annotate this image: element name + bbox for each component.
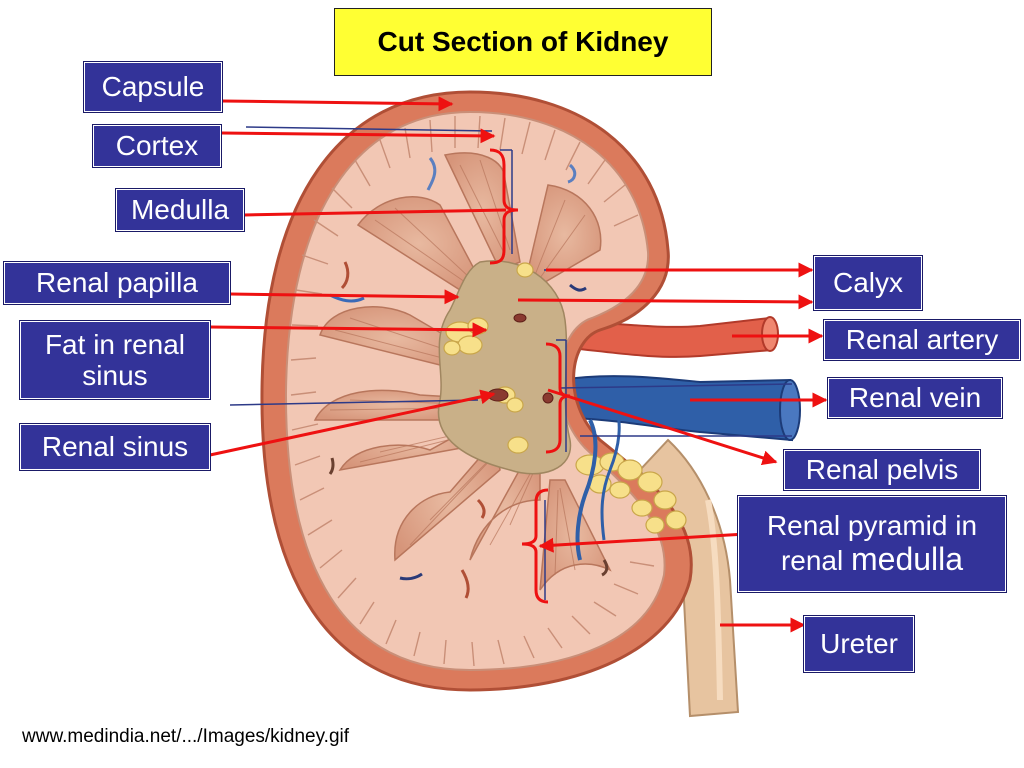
cortex-vessels: [328, 157, 609, 599]
label-renal-vein-text: Renal vein: [848, 382, 982, 414]
diagram-title: Cut Section of Kidney: [334, 8, 712, 76]
pelvis-vessel-blue: [575, 419, 598, 561]
label-fat-line-2: sinus: [82, 360, 148, 391]
pelvis-vessel-blue-2: [600, 399, 621, 541]
label-fat-in-renal-sinus-text: Fat in renal sinus: [45, 329, 185, 392]
label-renal-sinus-text: Renal sinus: [41, 431, 189, 463]
label-capsule-text: Capsule: [101, 71, 205, 103]
label-renal-artery: Renal artery: [823, 319, 1021, 361]
label-calyx-text: Calyx: [832, 267, 903, 299]
source-credit: www.medindia.net/.../Images/kidney.gif: [22, 726, 350, 747]
label-renal-papilla-text: Renal papilla: [36, 267, 198, 299]
cortex-striations: [290, 115, 655, 667]
arrow-renal-sinus: [209, 389, 496, 457]
label-renal-sinus: Renal sinus: [19, 423, 211, 471]
label-renal-pyramid: Renal pyramid in renal medulla: [737, 495, 1007, 593]
ureter-highlight: [705, 499, 723, 701]
renal-sinus-area: [437, 260, 572, 475]
pointer-arrows: [209, 96, 828, 633]
label-fat-line-1: Fat in renal: [44, 328, 186, 360]
arrow-calyx-2: [517, 294, 814, 310]
label-cortex-text: Cortex: [115, 130, 199, 162]
arrow-renal-pyramid: [538, 532, 747, 553]
label-renal-pelvis-text: Renal pelvis: [805, 454, 959, 486]
label-fat-in-renal-sinus: Fat in renal sinus: [19, 320, 211, 400]
arrow-fat-in-renal-sinus: [209, 322, 488, 338]
label-renal-artery-text: Renal artery: [845, 324, 999, 356]
label-renal-vein: Renal vein: [827, 377, 1003, 419]
label-renal-pelvis: Renal pelvis: [783, 449, 981, 491]
arrow-renal-papilla: [229, 289, 460, 305]
label-renal-papilla: Renal papilla: [3, 261, 231, 305]
arrow-cortex: [221, 128, 496, 144]
label-medulla-text: Medulla: [130, 194, 230, 226]
renal-pyramids: [313, 152, 612, 591]
label-pyramid-line-2a: renal: [780, 544, 851, 576]
label-medulla: Medulla: [115, 188, 245, 232]
renal-artery-end: [761, 316, 779, 352]
label-pyramid-line-1: Renal pyramid in: [766, 510, 978, 542]
renal-vein-end: [779, 379, 801, 441]
arrow-medulla: [243, 208, 507, 217]
label-capsule: Capsule: [83, 61, 223, 113]
label-ureter-text: Ureter: [820, 628, 898, 660]
label-renal-pyramid-text: Renal pyramid in renal medulla: [767, 510, 977, 577]
label-calyx: Calyx: [813, 255, 923, 311]
arrow-capsule: [221, 96, 454, 112]
label-pyramid-line-2b: medulla: [850, 540, 964, 577]
arrow-renal-pelvis: [547, 388, 778, 466]
label-ureter: Ureter: [803, 615, 915, 673]
label-cortex: Cortex: [92, 124, 222, 168]
